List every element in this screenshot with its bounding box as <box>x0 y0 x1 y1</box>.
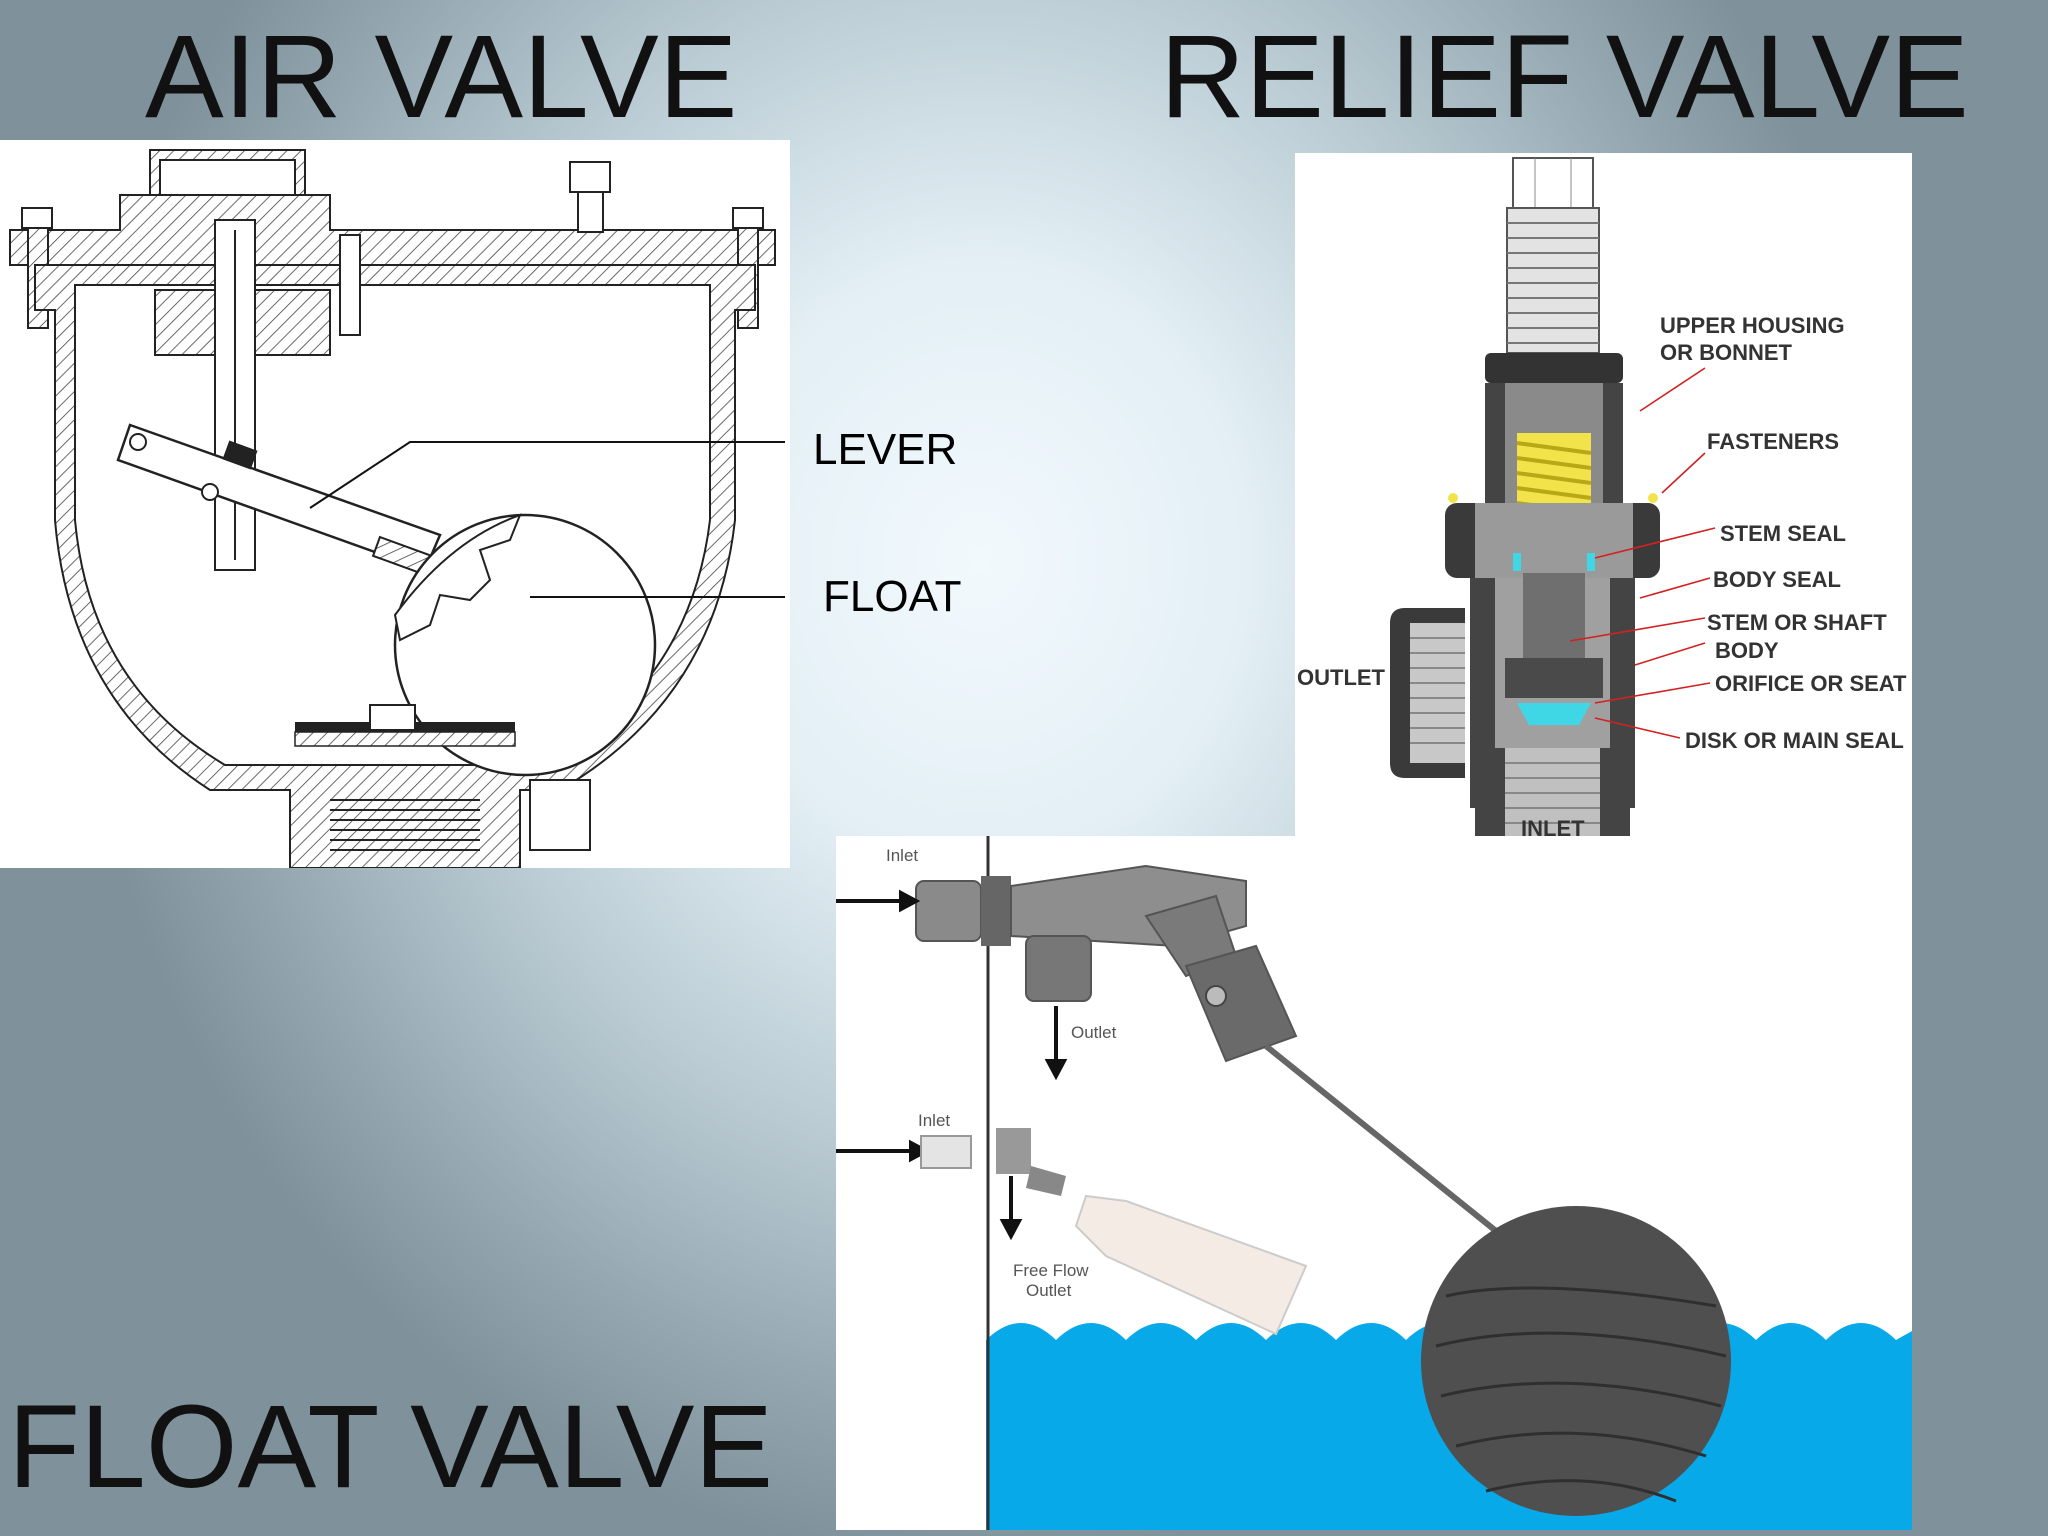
float-label: FLOAT <box>823 572 962 621</box>
air-valve-diagram <box>0 140 790 868</box>
body-seal-label: BODY SEAL <box>1713 567 1841 592</box>
disk-or-main-seal-label: DISK OR MAIN SEAL <box>1685 728 1904 753</box>
float-valve-drawing: Inlet Outlet Inlet Free Flow Outlet <box>836 836 1912 1530</box>
inlet-top-label: Inlet <box>886 846 918 865</box>
outlet-label: Outlet <box>1071 1023 1117 1042</box>
free-flow-outlet-label: Outlet <box>1026 1281 1072 1300</box>
outlet-label: OUTLET <box>1297 665 1386 690</box>
inlet-label: INLET <box>1521 816 1585 836</box>
fasteners-label: FASTENERS <box>1707 429 1839 454</box>
stem-seal-label: STEM SEAL <box>1720 521 1846 546</box>
lever-label: LEVER <box>813 425 958 474</box>
float-ball <box>1421 1206 1731 1516</box>
relief-valve-drawing: UPPER HOUSING OR BONNET FASTENERS STEM S… <box>1297 157 1907 836</box>
body-label: BODY <box>1715 638 1779 663</box>
relief-valve-diagram: UPPER HOUSING OR BONNET FASTENERS STEM S… <box>1295 153 1912 836</box>
inlet-lower-label: Inlet <box>918 1111 950 1130</box>
relief-valve-title: RELIEF VALVE <box>1160 11 1969 143</box>
free-flow-label: Free Flow <box>1013 1261 1089 1280</box>
float-valve-title: FLOAT VALVE <box>8 1381 774 1513</box>
upper-housing-label-2: OR BONNET <box>1660 340 1793 365</box>
air-valve-drawing <box>9 149 785 868</box>
stem-or-shaft-label: STEM OR SHAFT <box>1707 610 1887 635</box>
orifice-or-seat-label: ORIFICE OR SEAT <box>1715 671 1907 696</box>
air-valve-title: AIR VALVE <box>145 11 738 143</box>
bolt-top <box>569 161 611 233</box>
float-valve-diagram: Inlet Outlet Inlet Free Flow Outlet <box>836 836 1912 1530</box>
upper-housing-label: UPPER HOUSING <box>1660 313 1845 338</box>
